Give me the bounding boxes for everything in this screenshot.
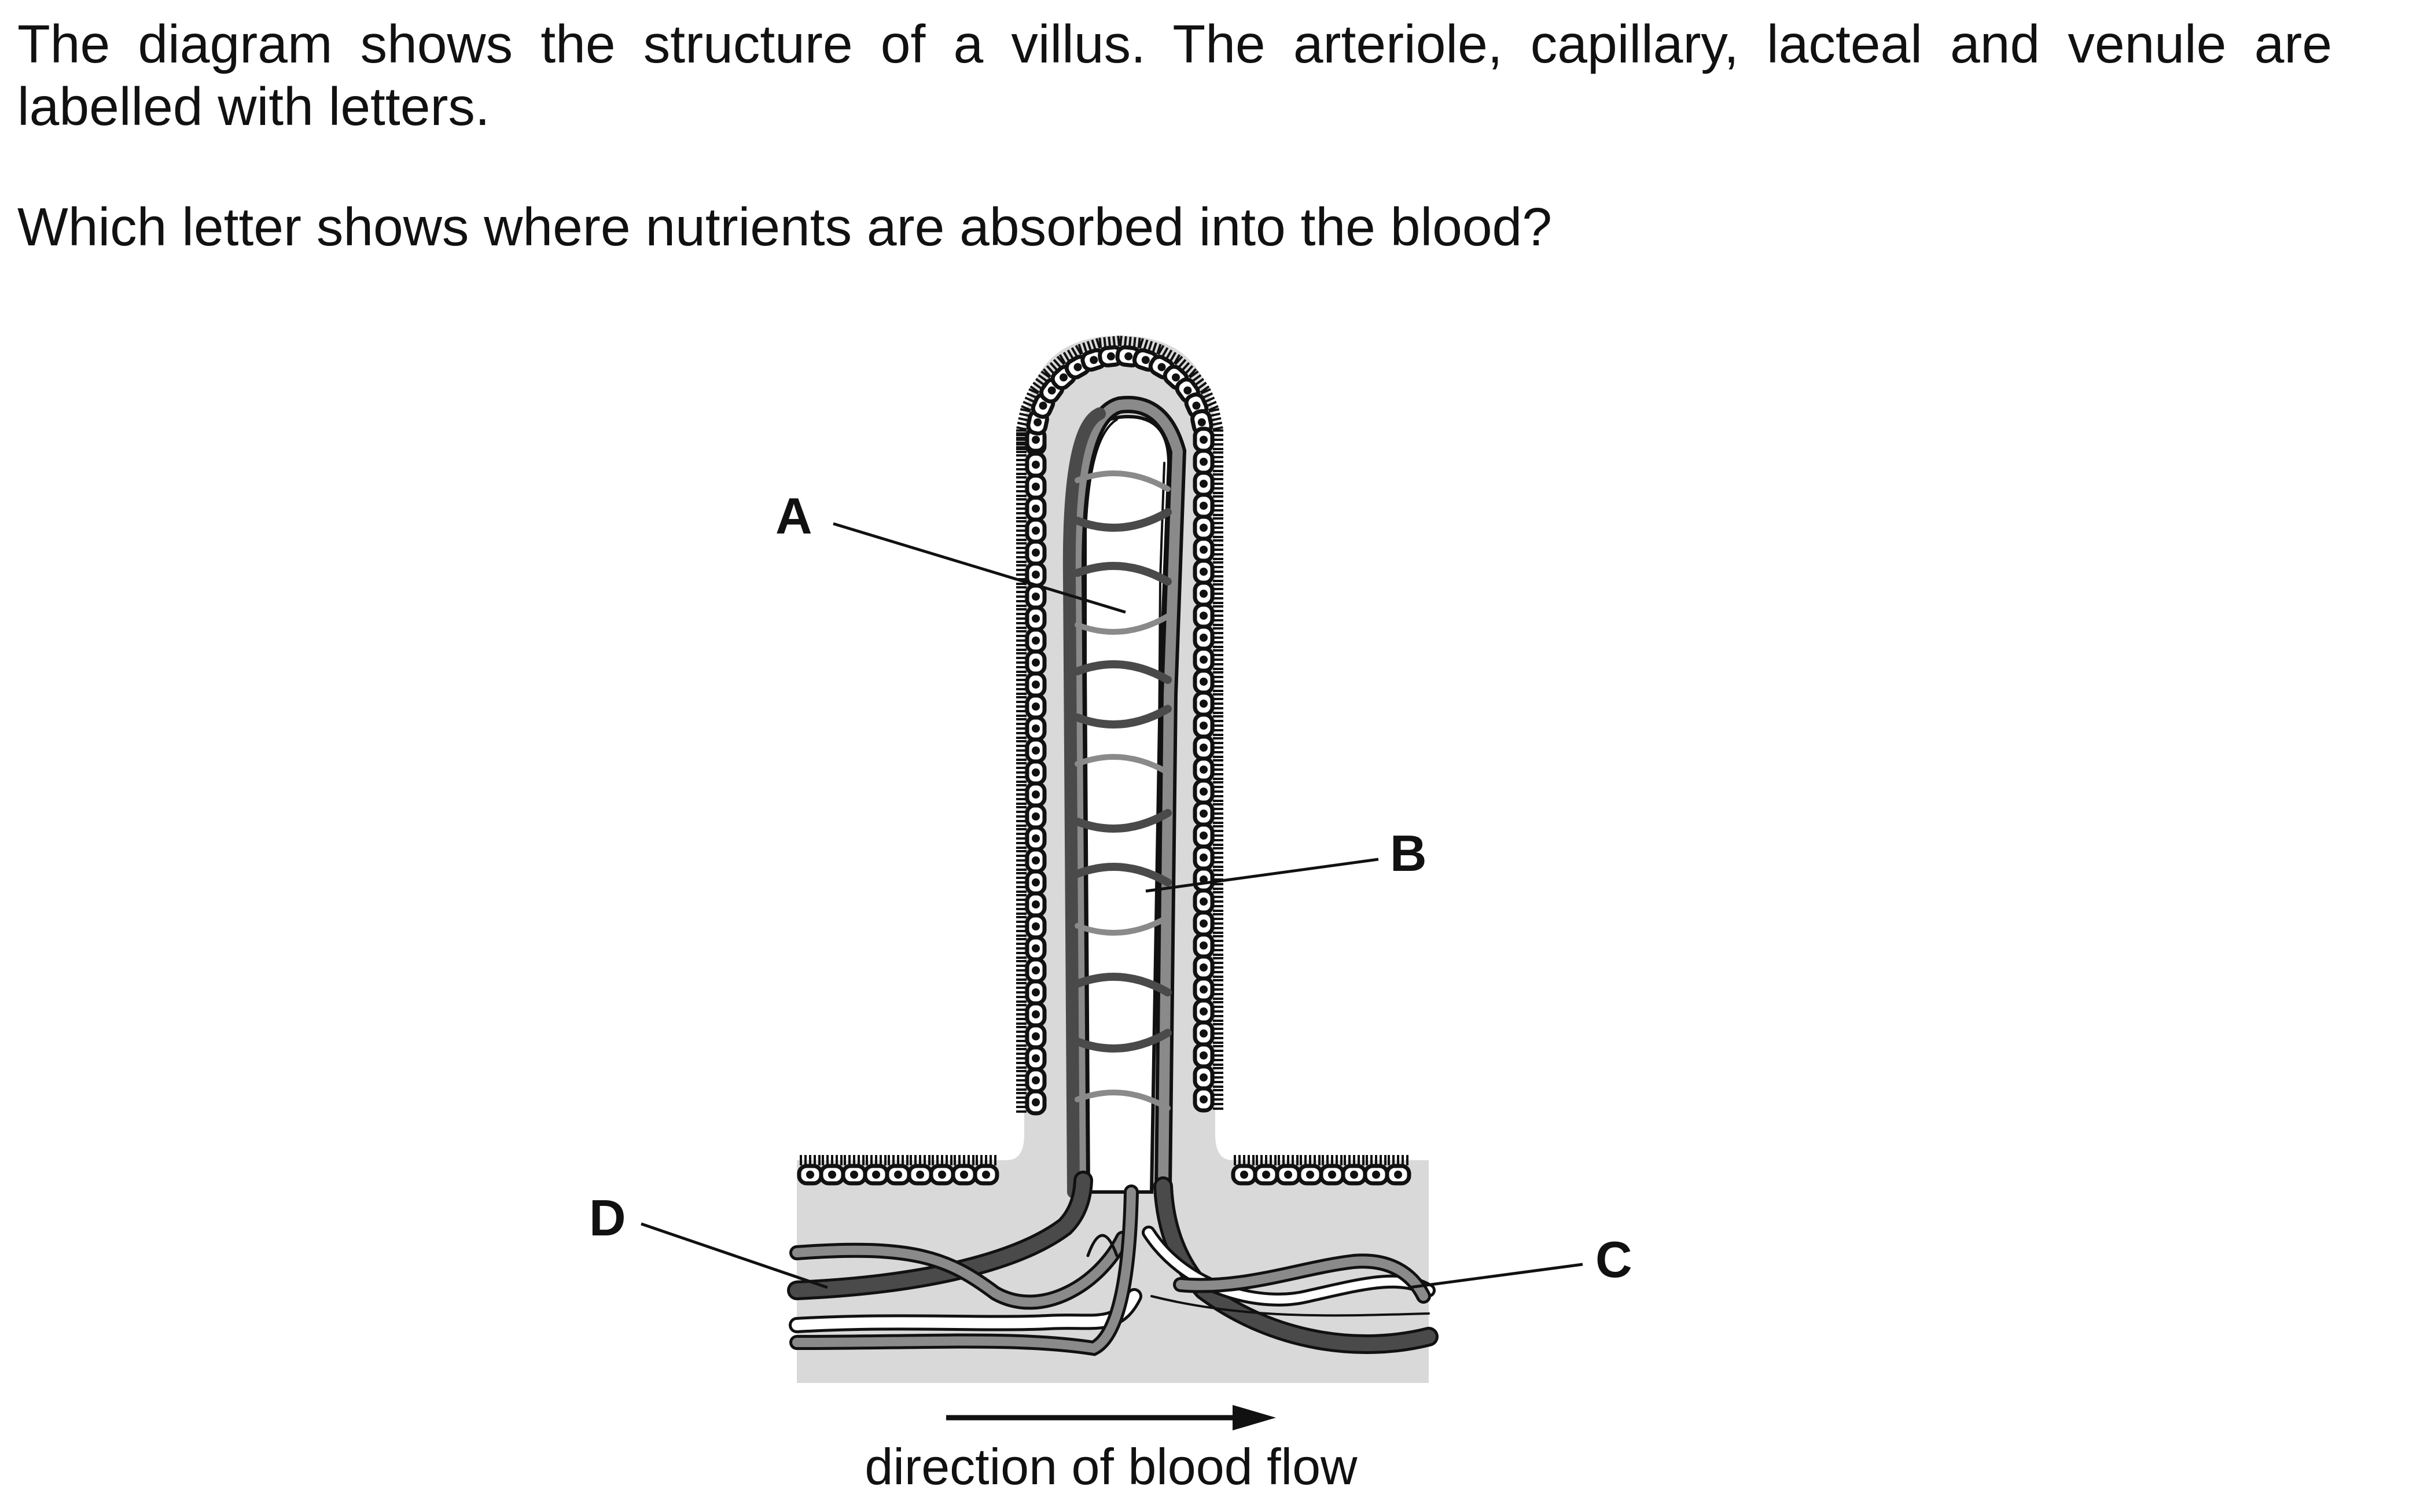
label-d: D bbox=[589, 1189, 626, 1246]
label-line-c bbox=[1408, 1263, 1583, 1289]
label-b: B bbox=[1390, 825, 1427, 882]
base-vessels bbox=[787, 1171, 1439, 1356]
label-c: C bbox=[1595, 1231, 1632, 1288]
label-a: A bbox=[775, 487, 812, 545]
epithelium-cells bbox=[797, 336, 1411, 1186]
blood-flow-arrow bbox=[946, 1405, 1276, 1430]
label-line-a bbox=[833, 522, 1126, 614]
question-prompt: Which letter shows where nutrients are a… bbox=[17, 197, 1552, 257]
label-line-d bbox=[641, 1222, 828, 1289]
blood-flow-caption: direction of blood flow bbox=[865, 1438, 1358, 1495]
label-line-b bbox=[1145, 858, 1379, 893]
question-intro: The diagram shows the structure of a vil… bbox=[17, 14, 2332, 137]
capillary-network bbox=[1062, 396, 1187, 1198]
label-lines bbox=[641, 522, 1583, 1289]
